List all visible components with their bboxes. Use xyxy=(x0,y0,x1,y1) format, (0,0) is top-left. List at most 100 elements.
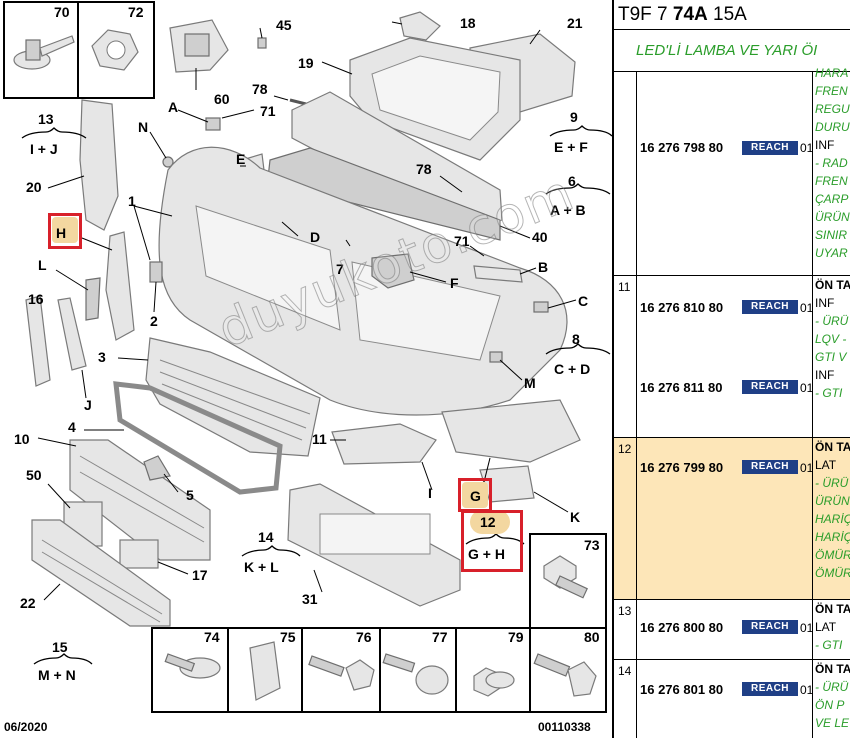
callout-73[interactable]: 73 xyxy=(584,537,600,553)
callout-20[interactable]: 20 xyxy=(26,179,42,195)
description-line: ÖN TA xyxy=(815,602,850,616)
callout-14[interactable]: 14 xyxy=(258,529,274,545)
description-line: INF xyxy=(815,138,835,152)
callout-19[interactable]: 19 xyxy=(298,55,314,71)
callout-40[interactable]: 40 xyxy=(532,229,548,245)
highlight-G xyxy=(462,482,488,508)
callout-45[interactable]: 45 xyxy=(276,17,292,33)
callout-15[interactable]: 15 xyxy=(52,639,68,655)
redbox-12[interactable] xyxy=(461,510,523,572)
callout-60[interactable]: 60 xyxy=(214,91,230,107)
reach-badge: REACH xyxy=(742,380,798,394)
callout-I[interactable]: I xyxy=(428,485,432,501)
table-row[interactable]: 11 16 276 810 80 REACH 01 16 276 811 80 … xyxy=(614,276,850,438)
description-line: UYAR xyxy=(815,246,848,260)
reach-badge: REACH xyxy=(742,141,798,155)
description-line: ÖN TA xyxy=(815,278,850,292)
callout-17[interactable]: 17 xyxy=(192,567,208,583)
description-line: INF xyxy=(815,368,835,382)
callout-12-group[interactable]: G + H xyxy=(468,546,505,562)
nut-79-drawing xyxy=(473,667,515,697)
diagram-date: 06/2020 xyxy=(4,720,48,734)
part-number[interactable]: 16 276 811 80 xyxy=(640,380,723,395)
description-line: REGU xyxy=(815,102,850,116)
description-line: ÖN TA xyxy=(815,662,850,676)
redbox-H[interactable] xyxy=(48,213,82,249)
part-number[interactable]: 16 276 810 80 xyxy=(640,300,724,315)
callout-21[interactable]: 21 xyxy=(567,15,583,31)
callout-50[interactable]: 50 xyxy=(26,467,42,483)
reach-badge: REACH xyxy=(742,682,798,696)
callout-75[interactable]: 75 xyxy=(280,629,296,645)
callout-78-top[interactable]: 78 xyxy=(252,81,268,97)
callout-77[interactable]: 77 xyxy=(432,629,448,645)
callout-78-mid[interactable]: 78 xyxy=(416,161,432,177)
callout-71-mid[interactable]: 71 xyxy=(454,233,470,249)
callout-13[interactable]: 13 xyxy=(38,111,54,127)
callout-J[interactable]: J xyxy=(84,397,92,413)
callout-80[interactable]: 80 xyxy=(584,629,600,645)
callout-8[interactable]: 8 xyxy=(572,331,580,347)
description-line: DURU xyxy=(815,120,850,134)
callout-A[interactable]: A xyxy=(168,99,179,115)
callout-L[interactable]: L xyxy=(38,257,47,273)
callout-15-group[interactable]: M + N xyxy=(38,667,76,683)
callout-16[interactable]: 16 xyxy=(28,291,44,307)
part-number[interactable]: 16 276 800 80 xyxy=(640,620,724,635)
callout-31[interactable]: 31 xyxy=(302,591,318,607)
description-line: ÖMÜR xyxy=(815,566,850,580)
callout-7[interactable]: 7 xyxy=(336,261,344,277)
reach-badge: REACH xyxy=(742,300,798,314)
callout-13-group[interactable]: I + J xyxy=(30,141,58,157)
callout-3[interactable]: 3 xyxy=(98,349,106,365)
callout-12[interactable]: 12 xyxy=(480,514,496,530)
callout-8-group[interactable]: C + D xyxy=(554,361,591,377)
callout-D[interactable]: D xyxy=(310,229,321,245)
callout-10[interactable]: 10 xyxy=(14,431,30,447)
callout-2[interactable]: 2 xyxy=(150,313,158,329)
callout-18[interactable]: 18 xyxy=(460,15,476,31)
callout-9[interactable]: 9 xyxy=(570,109,578,125)
part-number[interactable]: 16 276 801 80 xyxy=(640,682,724,697)
callout-11[interactable]: 11 xyxy=(312,431,327,447)
callout-N[interactable]: N xyxy=(138,119,149,135)
description-line: ÖMÜR xyxy=(815,548,850,562)
description-line: FREN xyxy=(815,84,848,98)
callout-K[interactable]: K xyxy=(570,509,581,525)
callout-G[interactable]: G xyxy=(470,488,481,504)
callout-14-group[interactable]: K + L xyxy=(244,559,279,575)
callout-E[interactable]: E xyxy=(236,151,246,167)
callout-B[interactable]: B xyxy=(538,259,549,275)
callout-H[interactable]: H xyxy=(56,225,67,241)
description-line: ÜRÜN xyxy=(815,210,850,224)
callout-C[interactable]: C xyxy=(578,293,589,309)
callout-M[interactable]: M xyxy=(524,375,536,391)
diagram-ref: 00110338 xyxy=(538,720,591,734)
callout-F[interactable]: F xyxy=(450,275,459,291)
callout-70[interactable]: 70 xyxy=(54,4,70,20)
callout-1[interactable]: 1 xyxy=(128,193,136,209)
callout-6-group[interactable]: A + B xyxy=(550,202,586,218)
callout-9-group[interactable]: E + F xyxy=(554,139,588,155)
callout-5[interactable]: 5 xyxy=(186,487,194,503)
fastener-74-drawing xyxy=(164,653,221,679)
callout-72[interactable]: 72 xyxy=(128,4,144,20)
callout-22[interactable]: 22 xyxy=(20,595,36,611)
table-header: T9F 7 74A 15A xyxy=(614,0,850,30)
part-number[interactable]: 16 276 799 80 xyxy=(640,460,724,475)
description-line: ÜRÜN xyxy=(815,494,850,508)
callout-4[interactable]: 4 xyxy=(68,419,76,435)
description-line: - ÜRÜ xyxy=(815,476,849,490)
callout-6[interactable]: 6 xyxy=(568,173,576,189)
diagram-drawing xyxy=(3,1,612,713)
part-number[interactable]: 16 276 798 80 xyxy=(640,140,724,155)
callout-76[interactable]: 76 xyxy=(356,629,372,645)
table-subtitle: LED'Lİ LAMBA VE YARI ÖI xyxy=(614,30,850,72)
callout-74[interactable]: 74 xyxy=(204,629,220,645)
callout-79[interactable]: 79 xyxy=(508,629,524,645)
callout-71-top[interactable]: 71 xyxy=(260,103,276,119)
